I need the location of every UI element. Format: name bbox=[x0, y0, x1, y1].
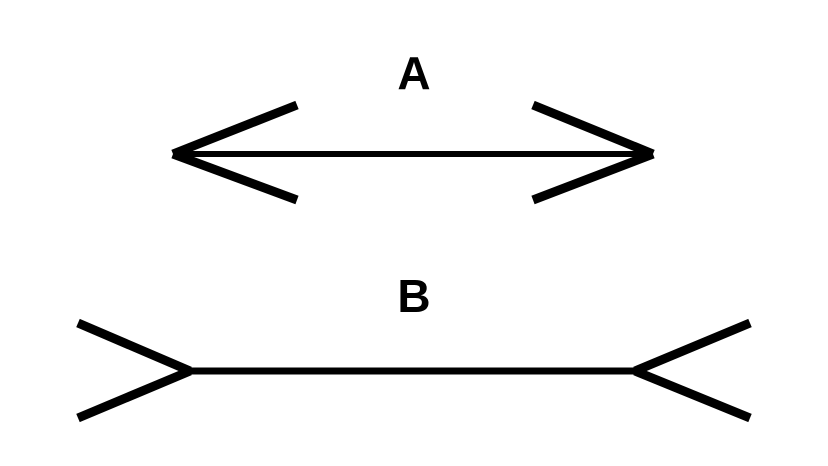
figure-b-fin-right-upper bbox=[633, 318, 752, 376]
figure-a-fin-right-lower bbox=[531, 149, 655, 205]
figure-b-label: B bbox=[397, 270, 431, 322]
figure-b-fin-left-lower bbox=[76, 366, 192, 423]
figure-a-fin-left-upper bbox=[171, 100, 299, 159]
figure-b-fin-left-upper bbox=[76, 318, 192, 376]
figure-a-fin-left-lower bbox=[171, 149, 299, 205]
figure-b-fin-right-lower bbox=[633, 366, 752, 423]
figure-a-fin-right-upper bbox=[531, 100, 655, 159]
figure-a-group bbox=[171, 100, 655, 205]
figure-a-label: A bbox=[397, 47, 431, 99]
figure-b-group bbox=[76, 318, 752, 423]
